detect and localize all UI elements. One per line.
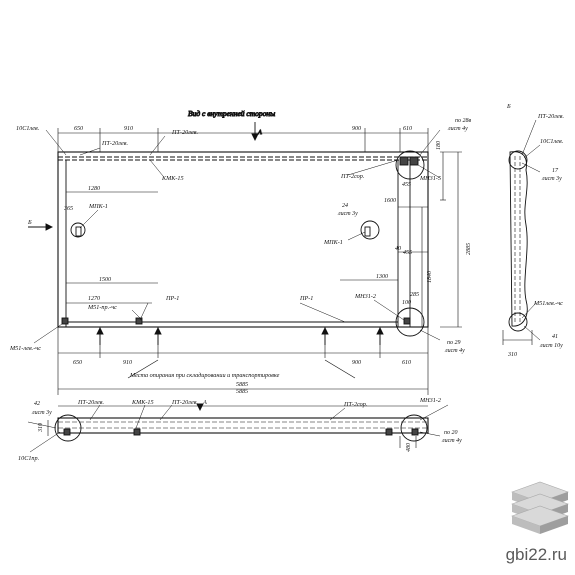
- callout-41: 41: [552, 333, 558, 340]
- dim-2885: 2885: [466, 243, 472, 255]
- section-b-left-mark: Б: [27, 219, 32, 226]
- label-kmk15-bottom: КМК-15: [131, 399, 154, 406]
- label-pt20-top: ПТ-20лев.: [101, 140, 128, 147]
- label-pr1-left: ПР-1: [165, 295, 179, 302]
- dim-1500: 1500: [99, 277, 111, 283]
- label-pt20sop-bottom: ПТ-2сор.: [343, 401, 367, 408]
- dim-455: 455: [403, 249, 412, 256]
- section-b-view: Б: [502, 103, 541, 345]
- plan-view: [27, 403, 449, 453]
- dim-1840: 1840: [426, 271, 433, 283]
- label-mn31-5: МН31-5: [419, 175, 441, 182]
- label-pt20-bottom1: ПТ-20лев.: [77, 399, 104, 406]
- label-10c1-right: 10С1лев.: [540, 138, 563, 145]
- section-b-labels: ПТ-20лев. 10С1лев. М51лев.-чс 17 лист 3у…: [507, 113, 564, 358]
- label-pt20sop: ПТ-2сор.: [340, 173, 364, 180]
- label-m51-right: М51лев.-чс: [533, 300, 563, 307]
- callout-42: 42: [34, 400, 40, 407]
- dim-365: 365: [63, 206, 73, 212]
- section-a-bottom-mark: А: [202, 399, 207, 406]
- label-pr1-right: ПР-1: [299, 295, 313, 302]
- dim-180: 180: [436, 141, 442, 150]
- callout-29-sheet: лист 4у: [444, 347, 465, 354]
- dim-900-bot: 900: [352, 360, 361, 366]
- dim-650-top: 650: [74, 126, 83, 132]
- callout-24: 24: [342, 202, 348, 209]
- label-m51-chs: М51-пр.-чс: [87, 304, 117, 311]
- callout-28-sheet: лист 4у: [447, 125, 468, 132]
- panel-outline: [57, 151, 429, 328]
- dim-40: 40: [395, 245, 401, 252]
- label-mpk1-right: МПК-1: [323, 239, 343, 246]
- label-pt20-bottom2: ПТ-20лев.: [171, 399, 198, 406]
- dim-1300: 1300: [376, 274, 388, 280]
- dim-610-bot: 610: [402, 360, 411, 366]
- dim-480: 480: [405, 443, 412, 452]
- label-pt20-mid: ПТ-20лев.: [171, 129, 198, 136]
- label-10c1-top: 10С1лев.: [16, 125, 39, 132]
- dim-1600: 1600: [384, 198, 396, 204]
- dim-1280: 1280: [88, 186, 100, 192]
- logo-icon: [511, 481, 569, 534]
- dim-650-bot: 650: [73, 360, 82, 366]
- callout-20-sheet: лист 4у: [441, 437, 462, 444]
- dim-1270: 1270: [88, 296, 100, 302]
- front-view-title: Вид с внутренней стороны: [188, 109, 275, 118]
- label-pt20-right-b: ПТ-20лев.: [537, 113, 564, 120]
- callout-42-sheet: лист 3у: [31, 410, 52, 416]
- supports-note: Места опирания при складировании и транс…: [129, 372, 280, 379]
- section-a-mark: А: [257, 129, 262, 136]
- label-10c1-bottom: 10С1пр.: [18, 455, 39, 462]
- label-m51-lev: М51-лев.-чс: [9, 345, 41, 352]
- callout-17: 17: [552, 168, 559, 174]
- dim-100: 100: [402, 300, 411, 306]
- dim-910-bot: 910: [123, 360, 132, 366]
- label-kmk15: КМК-15: [161, 175, 184, 182]
- callout-29: по 29: [447, 340, 461, 346]
- dim-900-top: 900: [352, 126, 361, 132]
- callout-24-sheet: лист 3у: [337, 211, 358, 217]
- dim-310-right: 310: [507, 352, 517, 358]
- section-b-title: Б: [506, 103, 511, 110]
- dim-5885: 5885: [236, 382, 248, 388]
- dim-285: 285: [410, 292, 419, 298]
- dim-5885-bottom: 5885: [236, 389, 248, 395]
- dim-455-top: 455: [402, 181, 411, 188]
- label-mn31-2: МН31-2: [354, 293, 376, 300]
- front-view: Вид с внутренней стороны А: [28, 109, 462, 395]
- plan-view-labels: А 5885 ПТ-20лев. КМК-15 ПТ-20лев. ПТ-2со…: [18, 389, 462, 462]
- dim-910-top: 910: [124, 126, 133, 132]
- callout-28: по 28в: [455, 118, 472, 124]
- label-mpk1-left: МПК-1: [88, 203, 108, 210]
- dim-310-left: 310: [38, 423, 44, 433]
- front-view-labels: 10С1лев. ПТ-20лев. ПТ-20лев. КМК-15 ПТ-2…: [9, 118, 472, 388]
- label-mn31-2-bottom: МН31-2: [419, 397, 441, 404]
- callout-17-sheet: лист 3у: [541, 176, 562, 182]
- callout-41-sheet: лист 10у: [539, 343, 563, 349]
- brand-link[interactable]: gbi22.ru: [505, 545, 567, 564]
- dim-610-top: 610: [403, 126, 412, 132]
- callout-20: по 20: [444, 430, 458, 436]
